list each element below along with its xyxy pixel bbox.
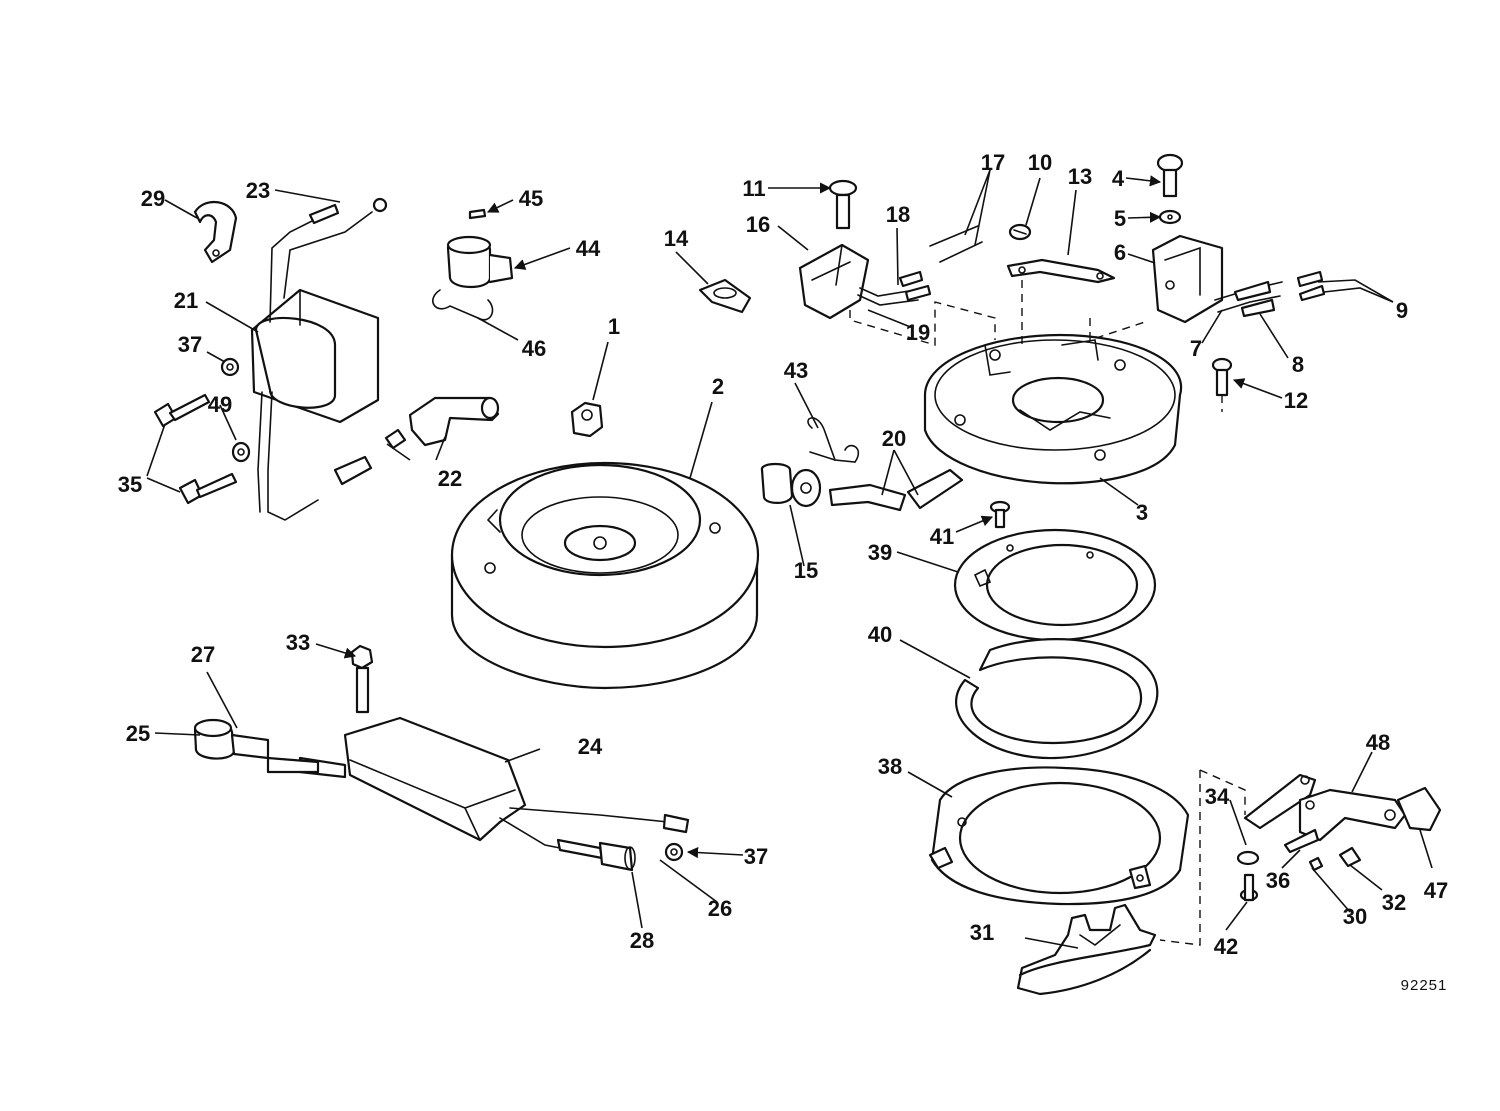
screw-10-part (1008, 223, 1032, 241)
callout-28: 28 (630, 928, 654, 953)
callout-40: 40 (868, 622, 892, 647)
alignment-dashed-lines (849, 280, 1246, 946)
leader-lines (146, 169, 1433, 949)
callout-9: 9 (1396, 298, 1408, 323)
power-pack-24-part (266, 716, 690, 849)
callout-44: 44 (576, 236, 601, 261)
callout-8: 8 (1292, 352, 1304, 377)
callout-32: 32 (1382, 890, 1406, 915)
callout-7: 7 (1190, 336, 1202, 361)
callout-17: 17 (981, 150, 1005, 175)
callout-6: 6 (1114, 240, 1126, 265)
callout-27: 27 (191, 642, 215, 667)
callout-45: 45 (519, 186, 543, 211)
callout-3: 3 (1136, 500, 1148, 525)
screw-11-part (828, 179, 858, 230)
callout-37b: 37 (744, 844, 768, 869)
screw-4-part (1156, 153, 1184, 225)
cable-clip-part (193, 200, 238, 264)
callout-41: 41 (930, 524, 954, 549)
callout-34: 34 (1205, 784, 1230, 809)
callout-12: 12 (1284, 388, 1308, 413)
callout-43: 43 (784, 358, 808, 383)
screw-41-part (989, 500, 1011, 529)
callout-29: 29 (141, 186, 165, 211)
retaining-ring-40-part (955, 638, 1159, 760)
linkage-bracket-48-part (1236, 773, 1442, 902)
connector-25-27-part (193, 718, 270, 760)
callout-35: 35 (118, 472, 142, 497)
nut-part (570, 401, 604, 438)
callout-26: 26 (708, 896, 732, 921)
spark-boot-part (333, 396, 500, 486)
callout-42: 42 (1214, 934, 1238, 959)
callout-labels: 1 2 3 4 5 6 7 8 9 10 11 12 13 14 15 16 1… (118, 150, 1448, 994)
callout-2: 2 (712, 374, 724, 399)
callout-38: 38 (878, 754, 902, 779)
screw-33-part (350, 644, 374, 714)
callout-49: 49 (208, 392, 232, 417)
callout-15: 15 (794, 558, 818, 583)
bracket-13-part (1006, 258, 1116, 284)
pulser-coil-6-part (1151, 234, 1326, 324)
callout-19: 19 (906, 320, 930, 345)
drawing-number: 92251 (1401, 977, 1448, 994)
callout-22: 22 (438, 466, 462, 491)
armature-plate-part (923, 333, 1183, 485)
callout-10: 10 (1028, 150, 1052, 175)
callout-47: 47 (1424, 878, 1448, 903)
clip-14-part (698, 278, 752, 314)
callout-23: 23 (246, 178, 270, 203)
callout-24: 24 (578, 734, 603, 759)
callout-37a: 37 (178, 332, 202, 357)
callout-13: 13 (1068, 164, 1092, 189)
spring-clip-43-part (807, 417, 860, 463)
callout-14: 14 (664, 226, 689, 251)
callout-11: 11 (742, 176, 765, 201)
callout-48: 48 (1366, 730, 1390, 755)
callout-20: 20 (882, 426, 906, 451)
retainer-plate-39-part (953, 528, 1157, 642)
callout-4: 4 (1112, 166, 1125, 191)
screw-12-part (1211, 357, 1233, 397)
sleeve-20-part (828, 468, 964, 512)
callout-30: 30 (1343, 904, 1367, 929)
callout-5: 5 (1114, 206, 1126, 231)
callout-36: 36 (1266, 868, 1290, 893)
charge-coil-16-part (798, 225, 983, 320)
callout-16: 16 (746, 212, 770, 237)
callout-18: 18 (886, 202, 910, 227)
connector-15-part (760, 462, 822, 508)
callout-21: 21 (174, 288, 198, 313)
callout-31: 31 (970, 920, 994, 945)
callout-33: 33 (286, 630, 310, 655)
flywheel-part (450, 461, 760, 690)
terminal-26-28-part (556, 838, 684, 872)
timer-base-38-part (928, 766, 1190, 906)
callout-25: 25 (126, 721, 150, 746)
washer-37-49-part (220, 357, 251, 463)
callout-46: 46 (522, 336, 546, 361)
screw-35-part (153, 393, 238, 505)
callout-39: 39 (868, 540, 892, 565)
connector-44-part (432, 208, 514, 321)
throttle-cam-31-part (1016, 903, 1157, 996)
ignition-coil-part (250, 197, 388, 521)
callout-1: 1 (608, 314, 620, 339)
